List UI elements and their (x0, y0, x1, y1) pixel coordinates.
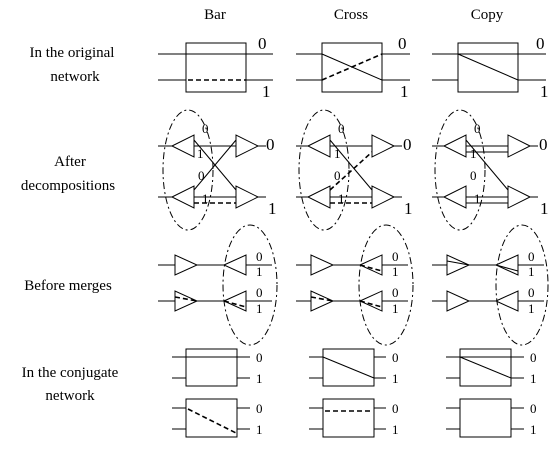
conjugate-cross-switch-upper: 0 1 (309, 348, 399, 387)
port-0: 0 (258, 34, 267, 53)
port-0: 0 (256, 285, 263, 300)
column-header-bar: Bar (204, 7, 226, 23)
column-header-cross: Cross (334, 7, 368, 23)
row-label-after-1: After (54, 154, 86, 170)
row-label-original-2: network (50, 69, 100, 85)
original-bar-switch: 0 1 (158, 34, 273, 101)
conjugate-copy-switch-lower: 0 1 (446, 398, 537, 438)
port-1: 1 (268, 199, 277, 218)
port-1: 1 (392, 422, 399, 437)
port-0: 0 (392, 285, 399, 300)
port-0: 0 (470, 168, 477, 183)
merger-triangle-upper (358, 254, 383, 276)
port-1: 1 (400, 82, 409, 101)
port-0: 0 (528, 285, 535, 300)
splitter-triangle-upper (306, 134, 331, 158)
port-0: 0 (403, 135, 412, 154)
port-1: 1 (197, 146, 204, 161)
splitter-triangle-upper (174, 254, 199, 276)
merger-triangle-lower (371, 185, 396, 209)
row-label-conjugate-1: In the conjugate (22, 365, 119, 381)
merger-triangle-lower (358, 290, 383, 312)
splitter-triangle-lower (306, 185, 331, 209)
row-label-original-1: In the original (30, 45, 115, 61)
port-1: 1 (528, 301, 535, 316)
port-1: 1 (540, 199, 549, 218)
port-1: 1 (404, 199, 413, 218)
splitter-triangle-upper (442, 134, 467, 158)
port-1: 1 (256, 301, 263, 316)
original-copy-switch: 0 1 (432, 34, 549, 101)
port-0: 0 (398, 34, 407, 53)
port-0: 0 (528, 249, 535, 264)
port-1: 1 (256, 264, 263, 279)
before-cross-switch: 0 1 0 1 (296, 224, 414, 346)
port-0: 0 (539, 135, 548, 154)
port-0: 0 (338, 121, 345, 136)
port-1: 1 (392, 371, 399, 386)
after-cross-switch: 0 1 0 1 0 1 (296, 109, 413, 231)
conjugate-bar-switch-upper: 0 1 (172, 348, 263, 387)
splitter-triangle-lower (174, 290, 199, 312)
port-0: 0 (256, 249, 263, 264)
row-label-conjugate-2: network (45, 388, 95, 404)
port-1: 1 (262, 82, 271, 101)
port-1: 1 (256, 422, 263, 437)
port-1: 1 (202, 191, 209, 206)
splitter-triangle-upper (170, 134, 195, 158)
port-0: 0 (392, 249, 399, 264)
port-0: 0 (474, 121, 481, 136)
port-0: 0 (256, 401, 263, 416)
splitter-triangle-upper (446, 254, 471, 276)
merger-triangle-upper (507, 134, 532, 158)
conjugate-copy-switch-upper: 0 1 (446, 348, 537, 387)
merger-triangle-lower (222, 290, 247, 312)
splitter-triangle-lower (170, 185, 195, 209)
merger-triangle-upper (371, 134, 396, 158)
port-1: 1 (540, 82, 549, 101)
merger-triangle-lower (494, 290, 519, 312)
port-0: 0 (392, 350, 399, 365)
merger-triangle-upper (222, 254, 247, 276)
port-0: 0 (530, 350, 537, 365)
row-label-after-2: decompositions (21, 178, 115, 194)
port-1: 1 (392, 264, 399, 279)
port-1: 1 (392, 301, 399, 316)
original-cross-switch: 0 1 (296, 34, 410, 101)
after-copy-switch: 0 1 0 1 0 1 (432, 109, 549, 231)
port-1: 1 (334, 146, 341, 161)
port-0: 0 (256, 350, 263, 365)
port-0: 0 (202, 121, 209, 136)
splitter-triangle-lower (310, 290, 335, 312)
conjugate-cross-switch-lower: 0 1 (309, 398, 399, 438)
splitter-triangle-lower (446, 290, 471, 312)
port-0: 0 (266, 135, 275, 154)
after-bar-switch: 0 1 0 1 0 1 (158, 109, 277, 231)
before-bar-switch: 0 1 0 1 (158, 224, 278, 346)
port-0: 0 (334, 168, 341, 183)
port-1: 1 (474, 191, 481, 206)
port-1: 1 (338, 191, 345, 206)
port-1: 1 (528, 264, 535, 279)
conjugate-bar-switch-lower: 0 1 (172, 398, 263, 438)
port-1: 1 (470, 146, 477, 161)
port-0: 0 (198, 168, 205, 183)
port-1: 1 (530, 371, 537, 386)
before-copy-switch: 0 1 0 1 (432, 224, 549, 346)
column-header-copy: Copy (471, 7, 504, 23)
splitter-triangle-lower (442, 185, 467, 209)
port-0: 0 (536, 34, 545, 53)
row-label-before-merges: Before merges (24, 278, 112, 294)
port-1: 1 (256, 371, 263, 386)
merger-triangle-lower (235, 185, 260, 209)
merger-triangle-upper (494, 254, 519, 276)
port-1: 1 (530, 422, 537, 437)
splitter-triangle-upper (310, 254, 335, 276)
port-0: 0 (530, 401, 537, 416)
merger-triangle-lower (507, 185, 532, 209)
merger-triangle-upper (235, 134, 260, 158)
port-0: 0 (392, 401, 399, 416)
